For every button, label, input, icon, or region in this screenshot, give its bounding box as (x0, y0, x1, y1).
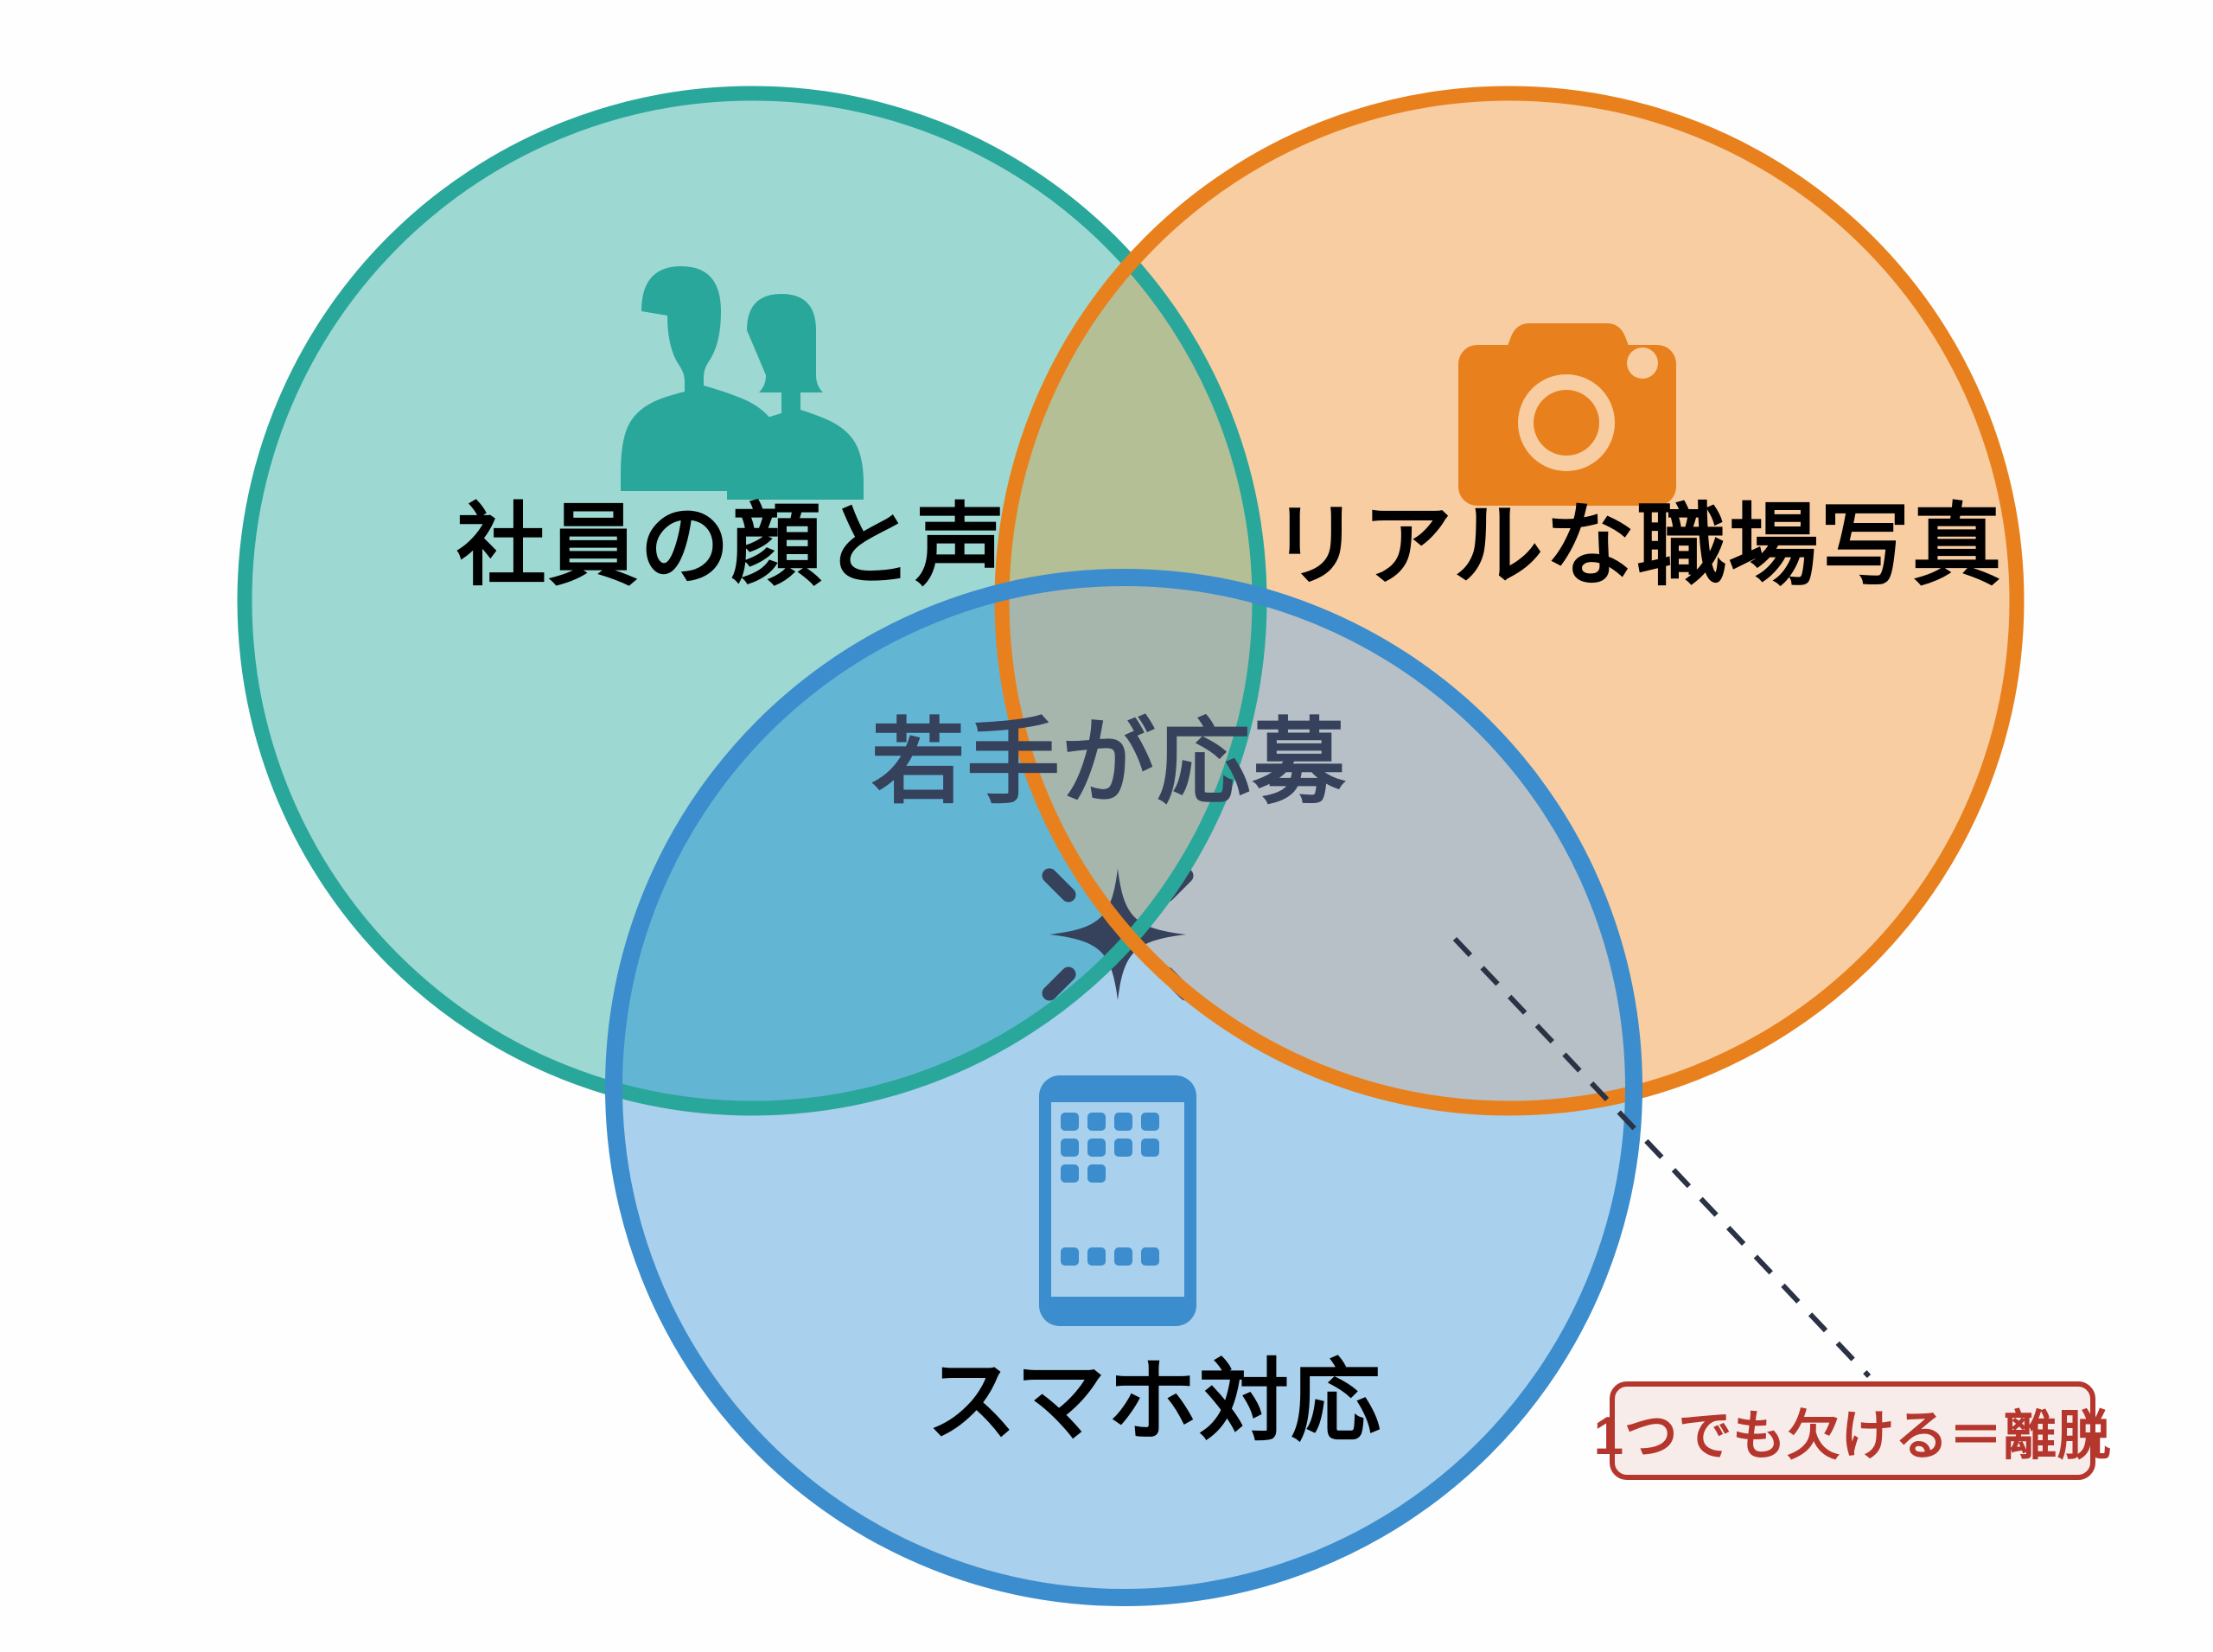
callout-text: 1つでも欠ける＝離脱 (1593, 1406, 2112, 1466)
circle-label-employees: 社員の顔と声 (456, 496, 1007, 596)
intersection-label: 若手が応募 (871, 710, 1348, 814)
circle-outline-mobile-ready (605, 569, 1642, 1606)
smartphone-icon (1029, 1068, 1210, 1336)
circle-label-mobile-ready: スマホ対応 (927, 1352, 1383, 1452)
callout-box: 1つでも欠ける＝離脱 (1594, 1381, 2111, 1480)
circle-label-workplace-photos: リアルな職場写真 (1271, 496, 2004, 596)
callout-leader-line (1452, 936, 1872, 1379)
camera-icon (1452, 323, 1694, 513)
two-people-icon (621, 266, 864, 500)
circle-outlines (237, 86, 2025, 1606)
